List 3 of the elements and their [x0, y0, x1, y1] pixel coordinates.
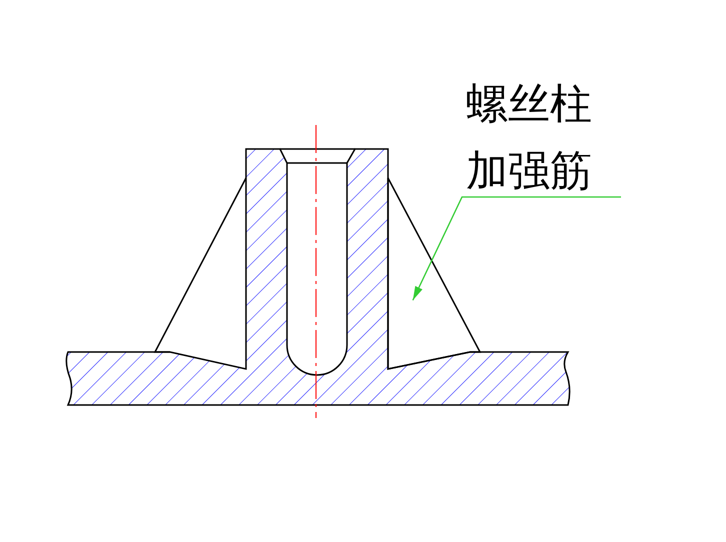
part-label: 加强筋 [466, 147, 622, 197]
leader-line [412, 196, 621, 301]
part-label: 螺丝柱 [466, 80, 593, 130]
